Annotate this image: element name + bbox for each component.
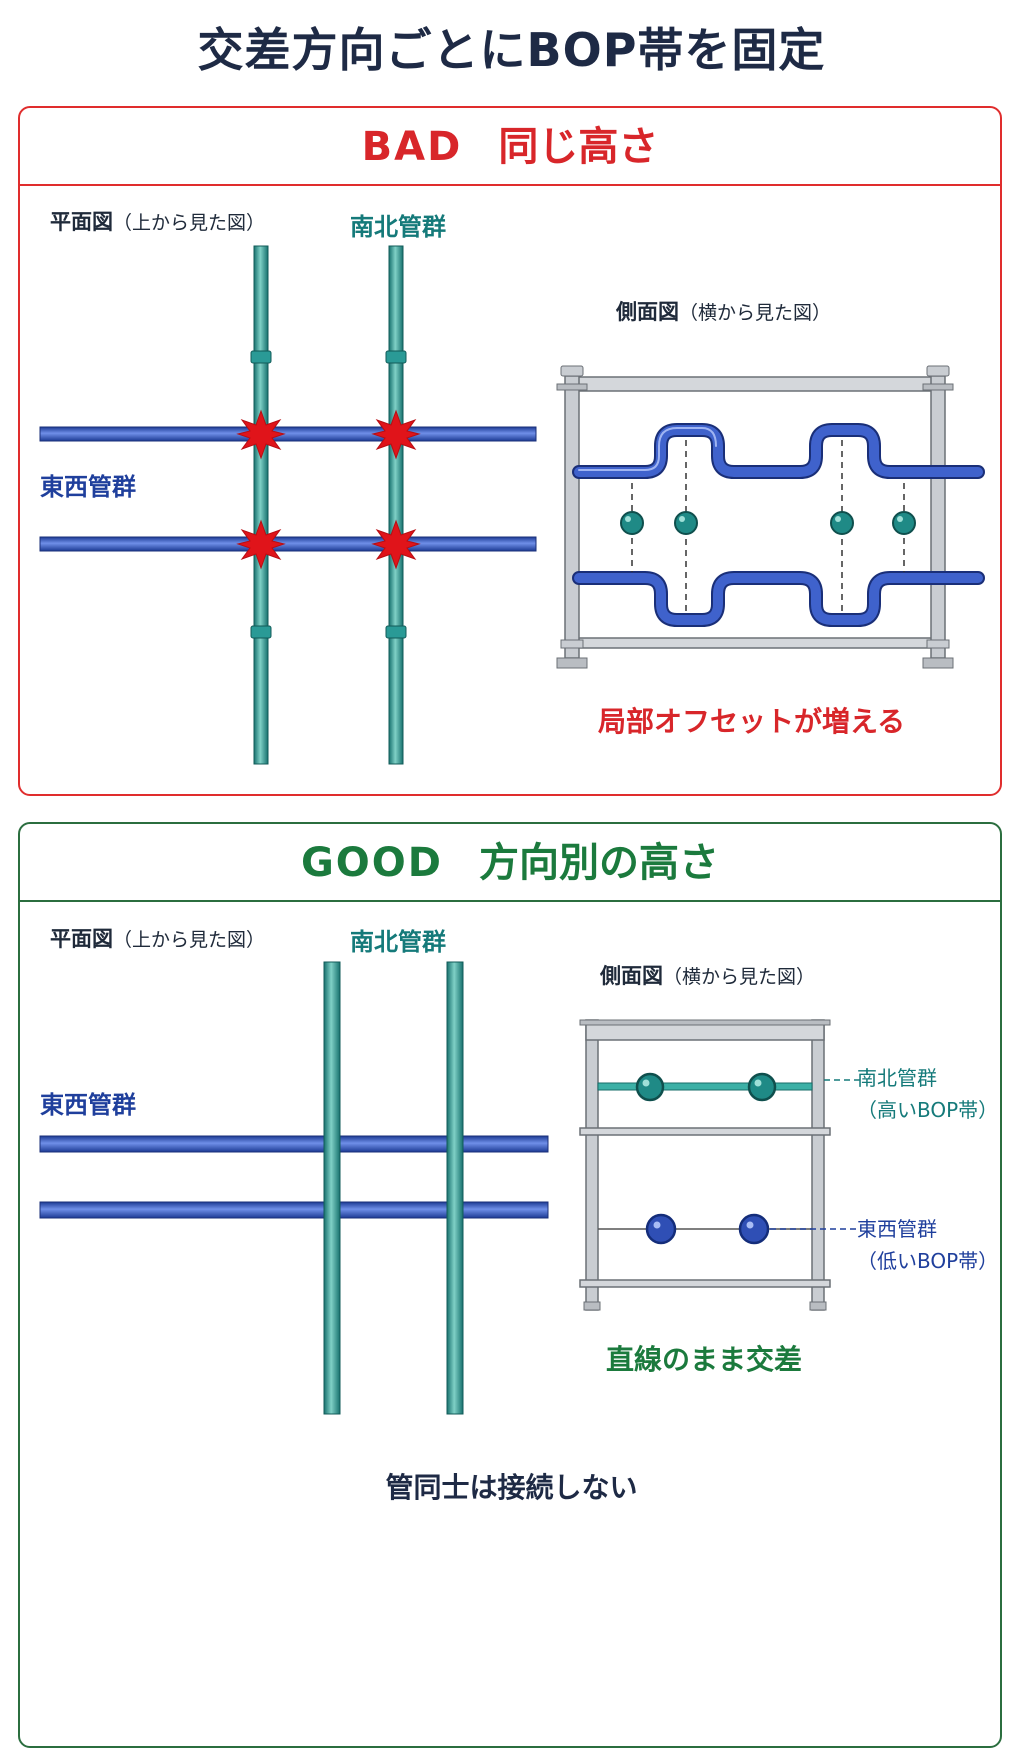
ns-pipe-section-icon: [747, 1072, 777, 1102]
bad-ew-label: 東西管群: [40, 473, 136, 501]
clash-icon: [371, 409, 421, 460]
rack-beam-middle: [579, 1127, 831, 1136]
rack-beam-bottom: [579, 1279, 831, 1288]
good-plan-view: [39, 961, 549, 1415]
band-label-low: 東西管群（低いBOP帯）: [857, 1217, 999, 1273]
good-heading-text: 方向別の高さ: [479, 840, 720, 886]
bad-panel-heading: BAD 同じ高さ: [20, 108, 1000, 186]
bad-side-label: 側面図（横から見た図）: [616, 300, 832, 324]
good-panel: GOOD 方向別の高さ: [18, 822, 1002, 1748]
good-heading-word: GOOD: [300, 840, 444, 886]
rack-beam-top: [585, 1023, 825, 1041]
clash-icon: [236, 519, 286, 570]
footer-note: 管同士は接続しない: [385, 1471, 638, 1504]
good-ew-pipe-upper: [39, 1135, 549, 1153]
clash-icon: [371, 519, 421, 570]
good-side-label: 側面図（横から見た図）: [600, 964, 816, 988]
ew-pipe-section-icon: [645, 1213, 677, 1245]
good-ns-label: 南北管群: [350, 928, 446, 956]
band-label-high: 南北管群（高いBOP帯）: [857, 1066, 999, 1122]
good-ns-pipe-right: [446, 961, 464, 1415]
bad-plan-view: [39, 245, 537, 765]
bad-ew-pipe-upper: [39, 426, 537, 442]
bad-caption: 局部オフセットが増える: [598, 705, 906, 738]
bad-ns-label: 南北管群: [350, 213, 446, 241]
good-ew-pipe-lower: [39, 1201, 549, 1219]
bad-side-view: [556, 365, 985, 669]
good-ew-label: 東西管群: [40, 1091, 136, 1119]
bad-plan-label: 平面図（上から見た図）: [50, 210, 266, 234]
ns-pipe-section-icon: [635, 1072, 665, 1102]
good-side-view: [579, 1019, 860, 1311]
good-caption: 直線のまま交差: [606, 1343, 803, 1376]
good-plan-label: 平面図（上から見た図）: [50, 927, 266, 951]
bad-panel: BAD 同じ高さ: [18, 106, 1002, 796]
bad-heading-text: 同じ高さ: [498, 124, 659, 170]
bad-ew-pipe-lower: [39, 536, 537, 552]
page-title: 交差方向ごとにBOP帯を固定: [197, 23, 826, 77]
good-panel-heading: GOOD 方向別の高さ: [20, 824, 1000, 902]
clash-icon: [236, 409, 286, 460]
rack-column-left: [585, 1019, 599, 1311]
good-ns-pipe-left: [323, 961, 341, 1415]
bad-heading-word: BAD: [361, 124, 463, 170]
rack-column-right: [811, 1019, 825, 1311]
ew-pipe-section-icon: [738, 1213, 770, 1245]
